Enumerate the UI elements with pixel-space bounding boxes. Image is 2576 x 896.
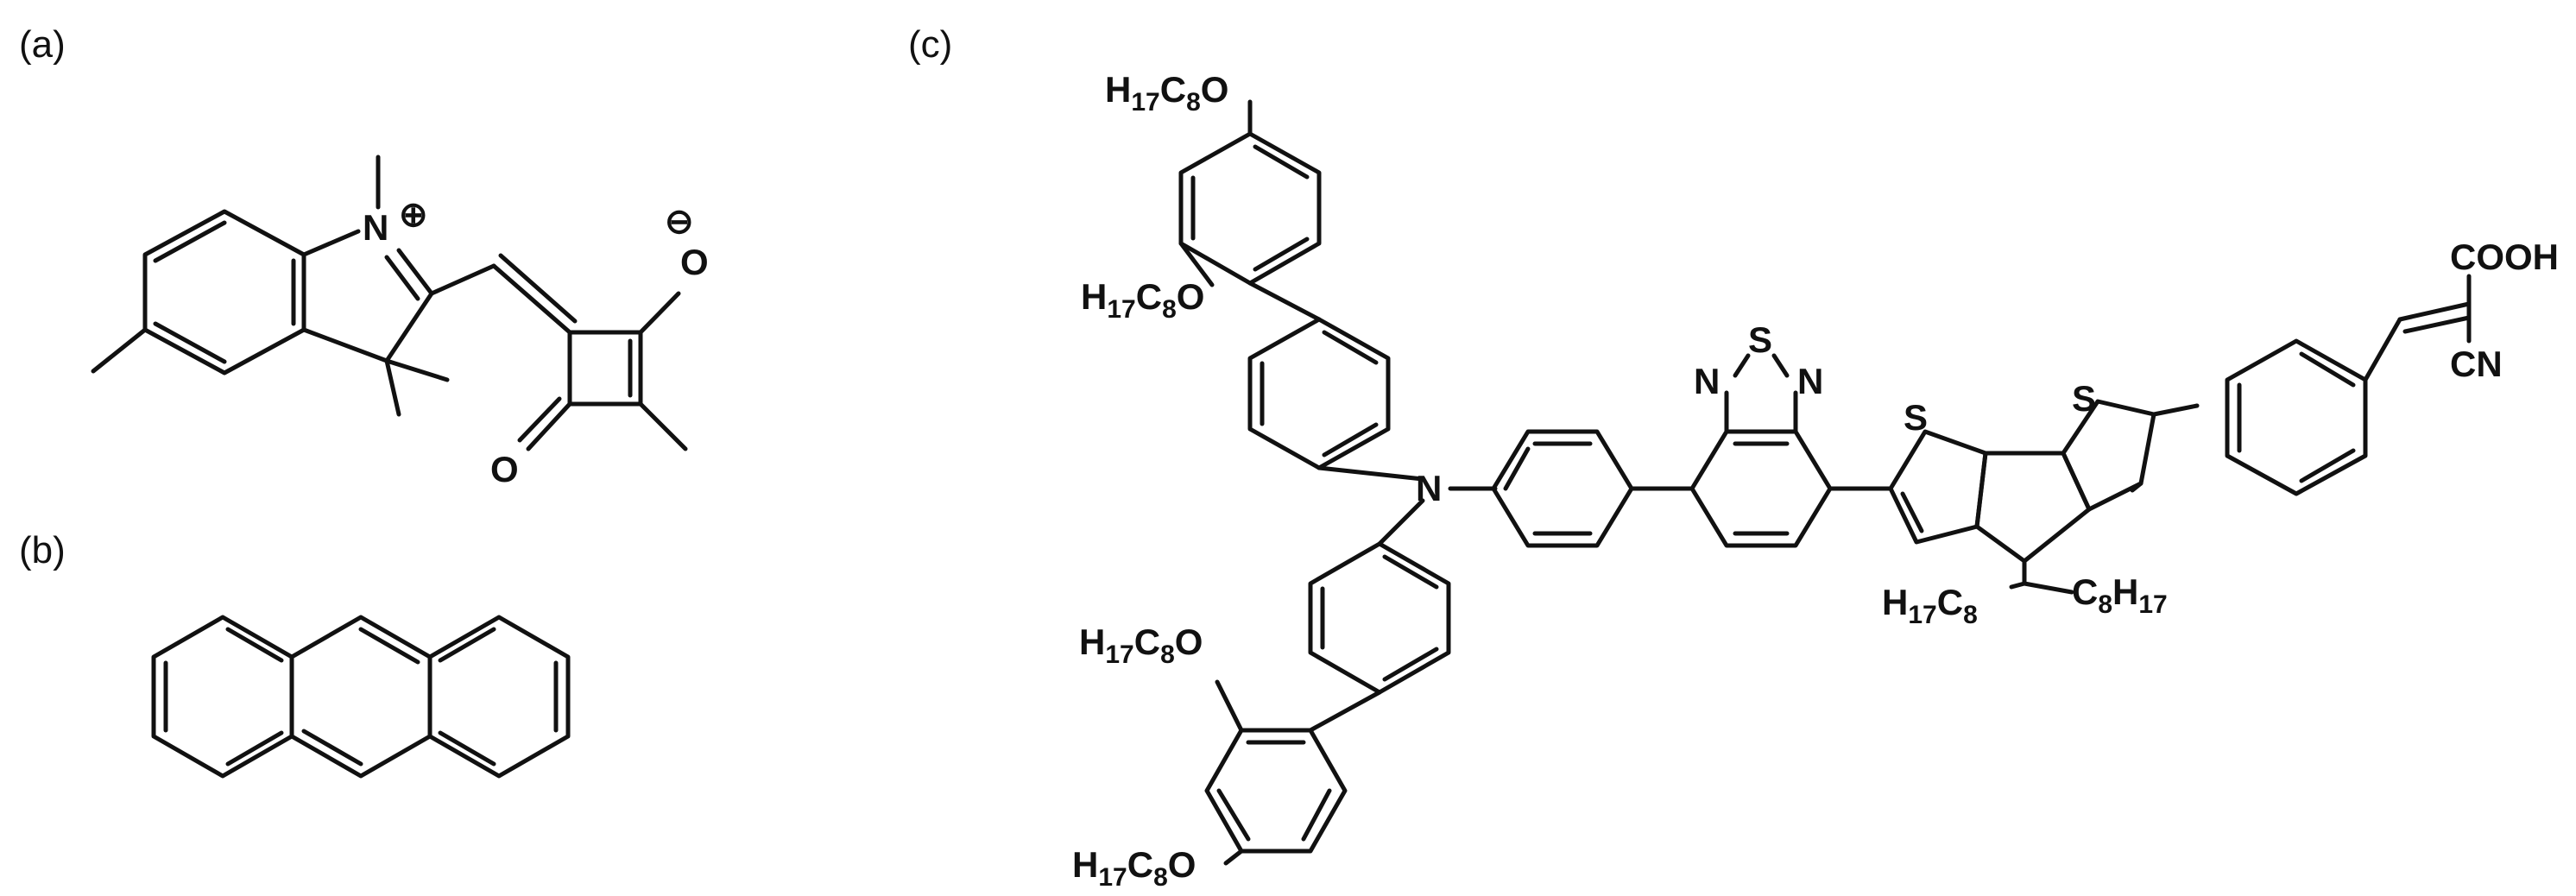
indoline-five-ring xyxy=(301,155,450,417)
anchor-phenyl xyxy=(2225,274,2472,496)
cpdt-sulfur-right: S xyxy=(2072,378,2096,419)
structure-b-anthracene xyxy=(151,615,571,779)
triphenylamine-nitrogen: N xyxy=(1416,468,1442,508)
cyano-label: CN xyxy=(2450,344,2503,384)
methine-bond xyxy=(429,263,496,296)
btd-nitrogen-left: N xyxy=(1694,361,1720,401)
gem-methyl-1 xyxy=(384,358,450,382)
alkoxy-chain-1: H17C8O xyxy=(1105,69,1228,117)
squaraine-ring xyxy=(517,291,688,451)
cpdt-octyl-right: C8H17 xyxy=(2072,571,2168,619)
lower-dialkoxy-benzene xyxy=(1204,679,1348,866)
btd-nitrogen-right: N xyxy=(1797,361,1823,401)
alkoxy-chain-4: H17C8O xyxy=(1072,844,1196,892)
tpa-phenyl xyxy=(1491,429,1695,548)
squaraine-methyl xyxy=(638,401,688,451)
btd-sulfur: S xyxy=(1748,319,1772,360)
positive-charge: ⊕ xyxy=(399,196,428,234)
indolium-nitrogen: N xyxy=(363,207,388,248)
oxygen-anion: O xyxy=(680,242,709,282)
ketone-oxygen: O xyxy=(490,449,519,489)
structure-c-dye: N S N N xyxy=(1072,69,2559,892)
carboxylic-acid-label: COOH xyxy=(2450,237,2559,277)
structure-a-squaraine: N ⊕ O ⊖ O xyxy=(91,155,709,489)
upper-phenyl xyxy=(1247,281,1425,482)
indoline-benzene-ring xyxy=(91,209,306,375)
cyclopentadithiophene xyxy=(1888,399,2200,586)
panel-label-b: (b) xyxy=(19,529,66,571)
panel-label-a: (a) xyxy=(19,23,66,66)
panel-label-c: (c) xyxy=(908,23,952,66)
negative-charge: ⊖ xyxy=(665,203,694,241)
upper-dialkoxy-benzene xyxy=(1178,99,1322,287)
alkoxy-chain-2: H17C8O xyxy=(1081,276,1204,324)
cpdt-octyl-left: H17C8 xyxy=(1882,582,1978,629)
alkoxy-chain-3: H17C8O xyxy=(1079,622,1203,669)
aryl-methyl xyxy=(91,327,148,374)
benzothiadiazole xyxy=(1689,353,1893,548)
cpdt-sulfur-left: S xyxy=(1904,397,1928,438)
lower-phenyl xyxy=(1308,498,1451,733)
gem-methyl-2 xyxy=(384,358,401,417)
